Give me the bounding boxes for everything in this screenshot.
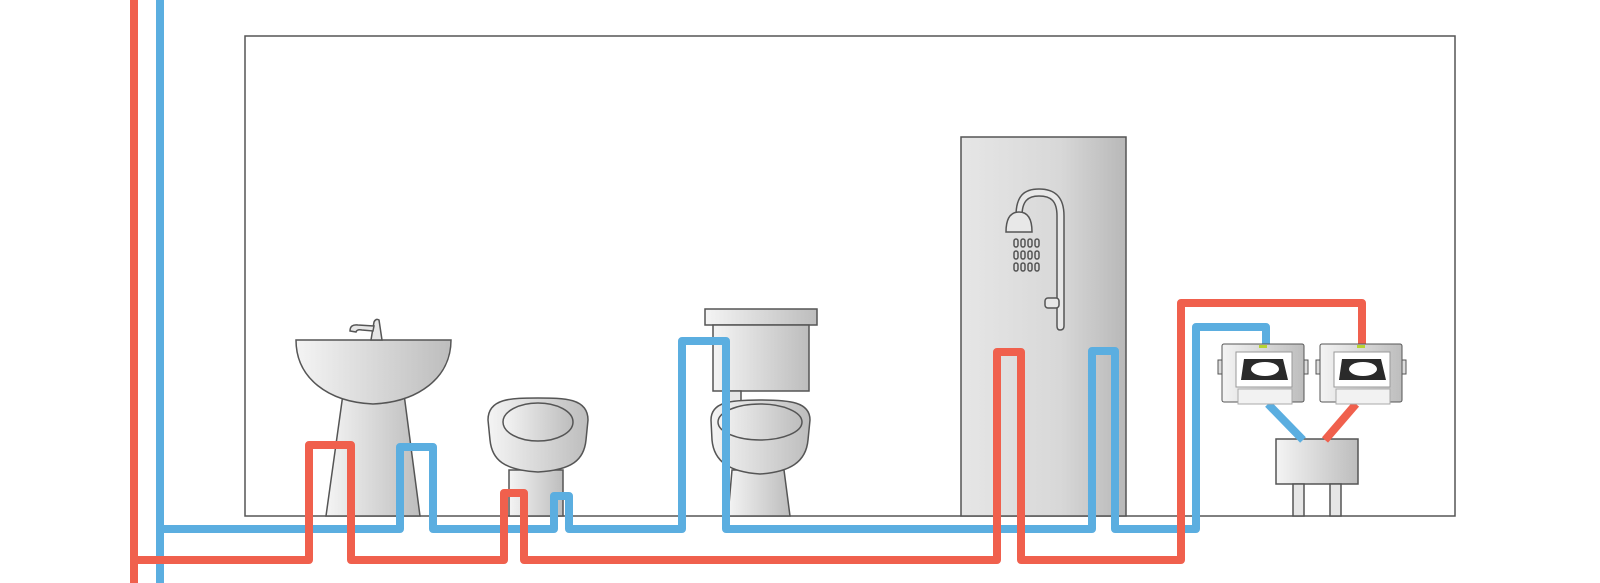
shower-icon (960, 136, 1127, 517)
cold-water-line (1265, 401, 1306, 443)
hot-water-line (1321, 401, 1360, 443)
washbasin-icon (295, 318, 452, 517)
boiler-icon (1217, 343, 1309, 405)
cold-water-line (156, 0, 1270, 583)
hot-water-line (130, 0, 1366, 583)
manifold-icon (1275, 438, 1359, 517)
room-outline (244, 35, 1456, 517)
boiler-icon (1315, 343, 1407, 405)
